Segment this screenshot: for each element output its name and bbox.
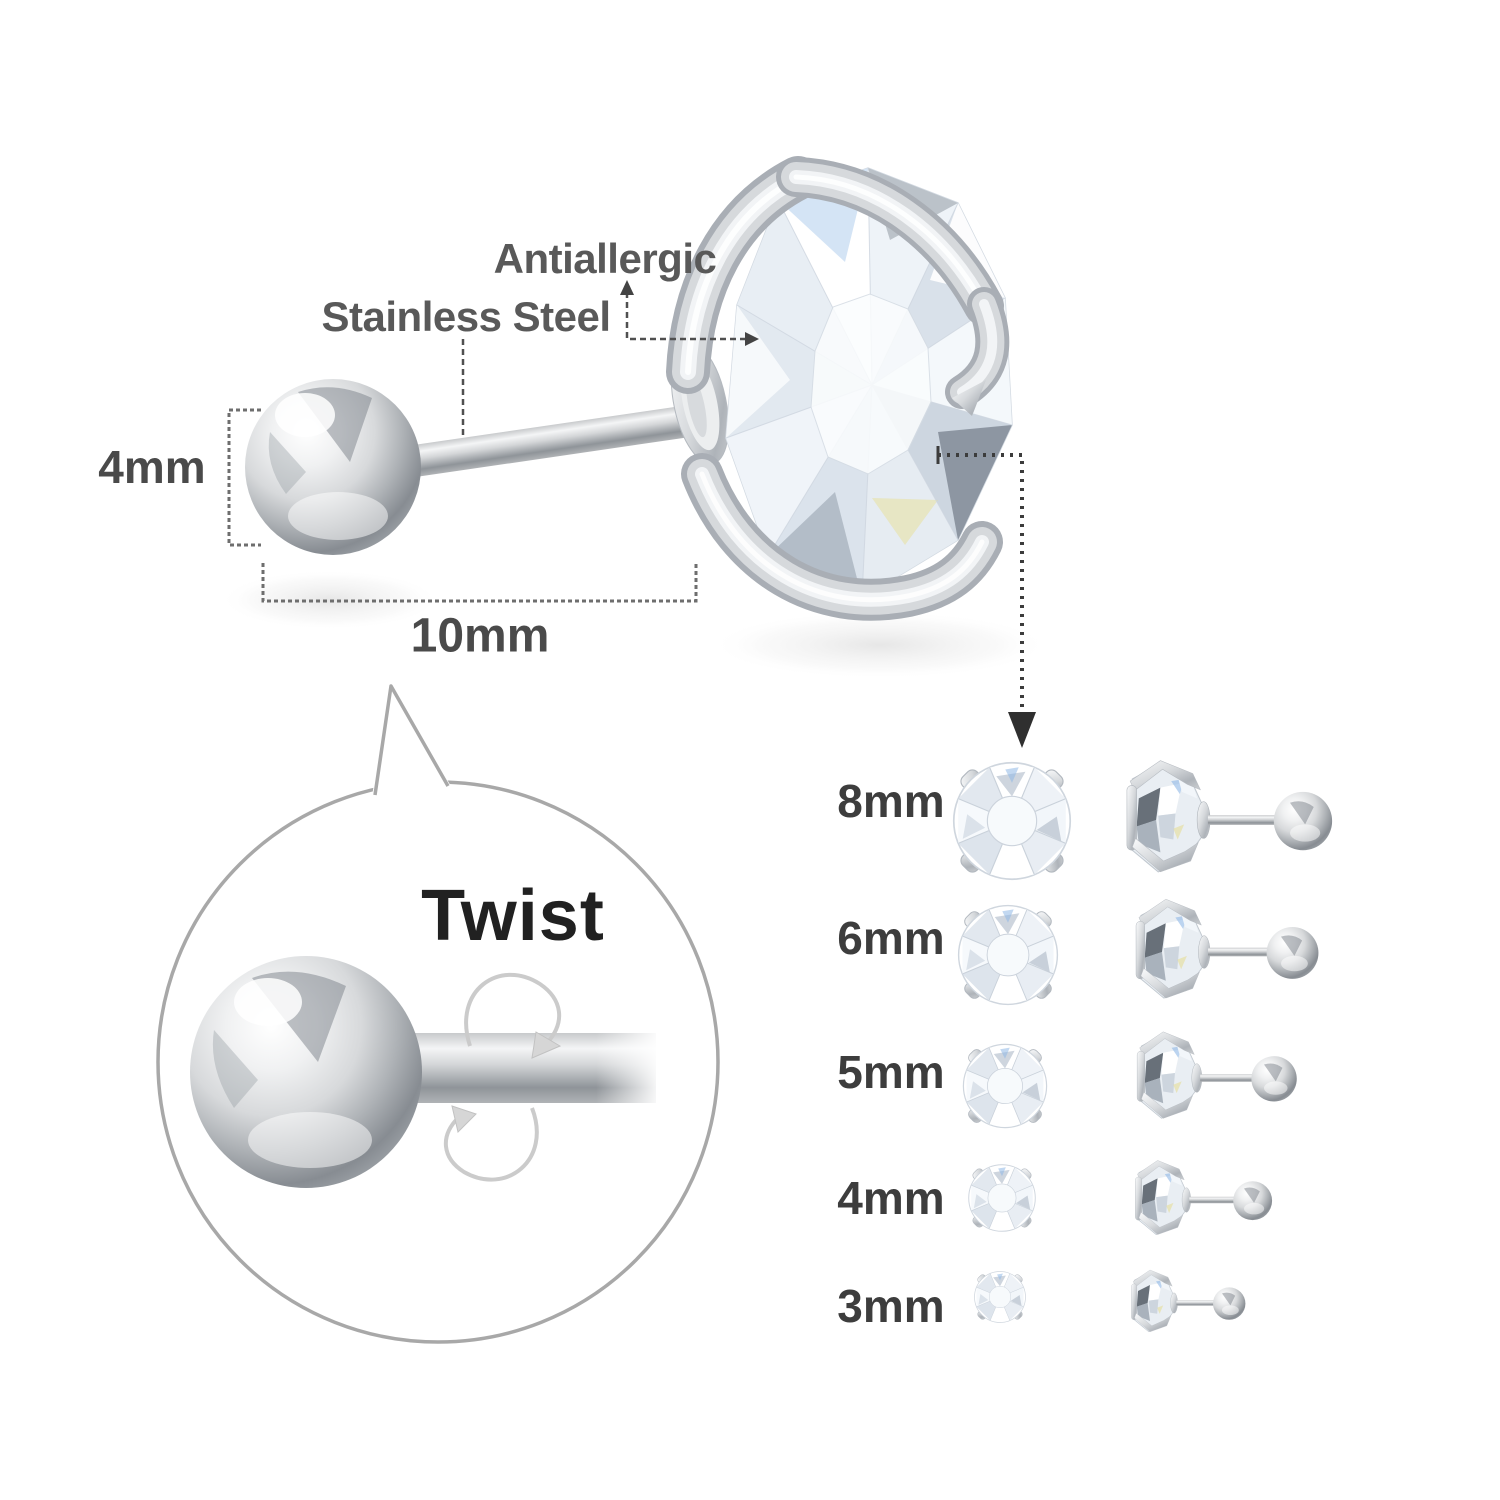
earring-post <box>400 403 703 479</box>
gem-front-4mm <box>968 1164 1036 1232</box>
stud-side-5mm <box>1136 1031 1298 1119</box>
twist-ball <box>190 956 422 1188</box>
gem-front-5mm <box>962 1043 1048 1129</box>
size-pointer-arrow-down <box>1008 712 1036 748</box>
main-earring <box>220 156 1050 679</box>
gem-front-6mm <box>957 904 1059 1006</box>
stud-side-3mm <box>1131 1269 1246 1333</box>
stud-side-4mm <box>1134 1160 1273 1235</box>
antiallergic-pointer-line <box>625 292 746 341</box>
twist-label: Twist <box>421 876 605 956</box>
earring-ball <box>245 379 421 555</box>
antiallergic-arrow-up <box>620 280 634 295</box>
post-dimension-bracket <box>261 563 698 603</box>
gem-shadow <box>710 611 1050 679</box>
gem <box>725 167 1013 599</box>
ball-diameter-label: 4mm <box>98 441 206 493</box>
stainless-steel-label: Stainless Steel <box>321 293 611 340</box>
size-label-8mm: 8mm <box>837 775 945 827</box>
twist-callout <box>156 684 720 1344</box>
twist-callout-tail <box>373 684 450 796</box>
stud-side-8mm <box>1126 760 1333 873</box>
size-chart-graphics <box>952 760 1333 1333</box>
antiallergic-label: Antiallergic <box>493 235 717 282</box>
size-label-4mm: 4mm <box>837 1172 945 1224</box>
size-label-6mm: 6mm <box>837 912 945 964</box>
rotation-arrows <box>443 972 562 1182</box>
gem-front-3mm <box>974 1271 1026 1323</box>
gem-front-8mm <box>952 761 1072 881</box>
ball-dimension-bracket <box>227 408 261 547</box>
size-pointer-line <box>938 453 1024 710</box>
post-length-label: 10mm <box>410 609 550 663</box>
annotation-lines <box>227 280 1036 748</box>
stud-side-6mm <box>1135 898 1319 999</box>
size-label-3mm: 3mm <box>837 1280 945 1332</box>
prong-setting <box>666 156 1010 621</box>
size-label-5mm: 5mm <box>837 1046 945 1098</box>
antiallergic-arrow-right <box>745 332 759 346</box>
